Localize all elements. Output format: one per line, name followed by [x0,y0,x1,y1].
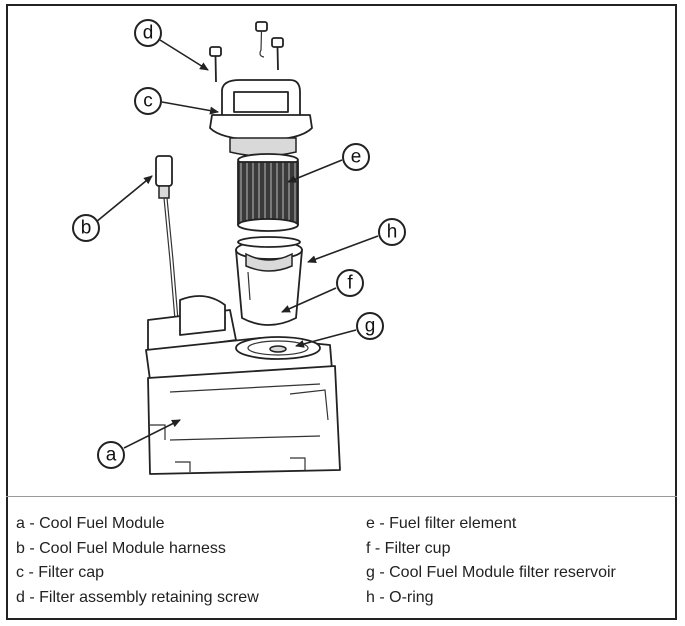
callout-h: h [378,218,406,246]
module-harness [155,155,179,321]
legend-left-column: a - Cool Fuel Module b - Cool Fuel Modul… [16,512,259,610]
callout-a: a [97,441,125,469]
leader-d [159,39,209,71]
leader-h [307,235,379,263]
callout-a-letter: a [106,445,117,466]
legend-item: b - Cool Fuel Module harness [16,539,226,557]
legend-item: c - Filter cap [16,564,105,581]
legend-item: h - O-ring [366,588,434,606]
callout-c-letter: c [143,91,153,112]
diagram-frame [6,4,677,620]
callout-d-letter: d [143,23,154,44]
retaining-screws [209,21,284,83]
legend-divider [6,496,677,497]
legend-item: g - Cool Fuel Module filter reservoir [366,564,616,581]
filter-cup [235,240,303,326]
callout-d: d [134,19,162,47]
callout-c: c [134,87,162,115]
retaining-screw [209,46,222,83]
leader-c [161,101,219,115]
legend-item: d - Filter assembly retaining screw [16,588,259,606]
callout-b-letter: b [81,218,92,239]
retaining-screw [271,37,284,71]
fuel-filter-element [237,153,299,232]
callout-f: f [336,269,364,297]
legend-item: a - Cool Fuel Module [16,515,165,532]
legend-item: e - Fuel filter element [366,515,517,532]
callout-f-letter: f [347,273,353,294]
callout-g-letter: g [365,316,376,337]
callout-h-letter: h [387,222,398,243]
exploded-view-drawing: d c e b h f g a [72,19,406,475]
leader-e [287,159,343,183]
legend-right-column: e - Fuel filter element f - Filter cup g… [366,512,616,610]
legend-item: f - Filter cup [366,539,451,557]
leader-b [95,175,153,223]
callout-e: e [342,143,370,171]
filter-cap [209,79,313,157]
leader-a [123,419,181,449]
callout-b: b [72,214,100,242]
leader-g [295,329,357,348]
o-ring [237,236,301,248]
cool-fuel-module [145,295,341,475]
retaining-screw [255,21,268,58]
callout-e-letter: e [351,147,362,168]
leader-f [281,287,337,313]
callout-g: g [356,312,384,340]
filter-reservoir [235,336,321,360]
